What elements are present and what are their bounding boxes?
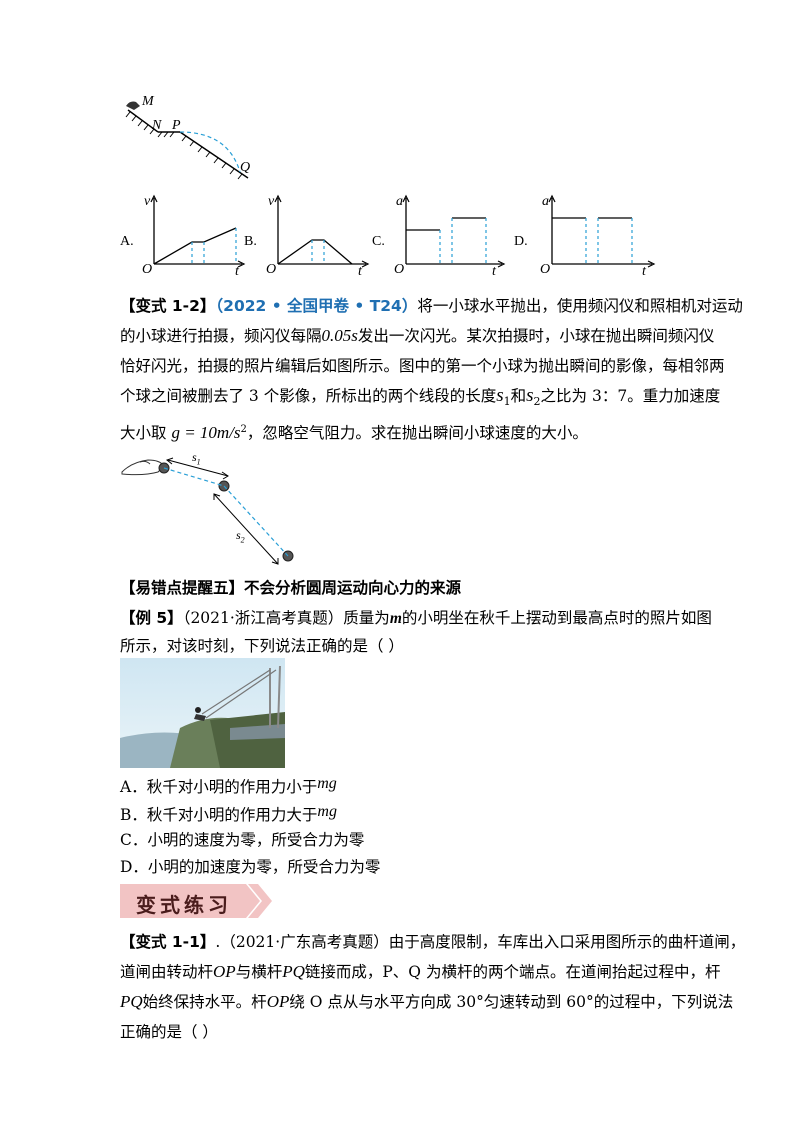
label-q: Q (240, 160, 251, 175)
swing-photo (120, 658, 285, 768)
variant-1-1-tag: 【变式 1-1】 (120, 933, 216, 951)
slope-diagram: M N P Q (118, 92, 268, 187)
graph-c-x-axis: t (492, 264, 496, 279)
variant-1-1-line-4: 正确的是（ ） (120, 1023, 218, 1041)
practice-banner-text: 变式练习 (136, 893, 232, 917)
section-5-title: 【易错点提醒五】不会分析圆周运动向心力的来源 (120, 579, 462, 597)
graph-d-y-axis: a (542, 194, 549, 209)
proj-s1-label: s1 (192, 450, 201, 467)
graph-b-x-axis: t (358, 264, 362, 279)
graph-d: D. a O t (514, 192, 664, 284)
variant-1-2-line-2: 的小球进行拍摄，频闪仪每隔0.05s发出一次闪光。某次拍摄时，小球在抛出瞬间频闪… (120, 326, 715, 345)
variant-1-2-line-3: 恰好闪光，拍摄的照片编辑后如图所示。图中的第一个小球为抛出瞬间的影像，每相邻两 (120, 357, 725, 375)
graph-a-letter: A. (120, 234, 134, 249)
projectile-diagram: s1 s2 (118, 446, 318, 568)
graph-d-origin: O (540, 262, 551, 277)
label-n: N (152, 118, 162, 133)
graph-c-letter: C. (372, 234, 385, 249)
graph-c-y-axis: a (396, 194, 403, 209)
graph-b-origin: O (266, 262, 277, 277)
variant-1-1-line-1: 【变式 1-1】.（2021·广东高考真题）由于高度限制，车库出入口采用图所示的… (120, 933, 746, 951)
proj-s2-label: s2 (236, 528, 245, 545)
example-5-tag: 【例 5】 (120, 609, 183, 627)
variant-1-2-source: （2022 • 全国甲卷 • T24） (215, 297, 418, 315)
example-5-line-2: 所示，对该时刻，下列说法正确的是（ ） (120, 637, 404, 655)
graph-b-letter: B. (244, 234, 257, 249)
variant-1-2-line-5: 大小取 g = 10m/s2，忽略空气阻力。求在抛出瞬间小球速度的大小。 (120, 423, 588, 443)
variant-1-2-line-4: 个球之间被删去了 3 个影像，所标出的两个线段的长度s1和s2之比为 3：7。重… (120, 385, 721, 409)
variant-1-2-line-1: 【变式 1-2】（2022 • 全国甲卷 • T24）将一小球水平抛出，使用频闪… (120, 297, 743, 315)
graph-a: A. v O t (118, 192, 248, 284)
option-a[interactable]: A．秋千对小明的作用力小于mg (120, 775, 337, 796)
graph-a-origin: O (142, 262, 153, 277)
graph-a-y-axis: v (144, 194, 151, 209)
variant-1-1-line-2: 道闸由转动杆OP与横杆PQ链接而成，P、Q 为横杆的两个端点。在道闸抬起过程中，… (120, 962, 721, 981)
graph-b-y-axis: v (268, 194, 275, 209)
option-b[interactable]: B．秋千对小明的作用力大于mg (120, 803, 337, 824)
graph-a-x-axis: t (235, 264, 239, 279)
option-d[interactable]: D．小明的加速度为零，所受合力为零 (120, 858, 381, 876)
label-p: P (172, 118, 181, 133)
variant-1-2-tag: 【变式 1-2】 (120, 297, 216, 315)
graph-d-letter: D. (514, 234, 528, 249)
graph-c-origin: O (394, 262, 405, 277)
graph-d-x-axis: t (642, 264, 646, 279)
option-c[interactable]: C．小明的速度为零，所受合力为零 (120, 831, 365, 849)
variant-1-1-line-3: PQ始终保持水平。杆OP绕 O 点从与水平方向成 30°匀速转动到 60°的过程… (120, 992, 734, 1011)
label-m: M (142, 94, 154, 109)
graph-c: C. a O t (372, 192, 512, 284)
graph-options-row: A. v O t B. v O t (118, 192, 678, 284)
graph-b: B. v O t (244, 192, 378, 284)
practice-banner: 变式练习 (120, 882, 276, 920)
example-5-line-1: 【例 5】（2021·浙江高考真题）质量为m的小明坐在秋千上摆动到最高点时的照片… (120, 609, 712, 627)
